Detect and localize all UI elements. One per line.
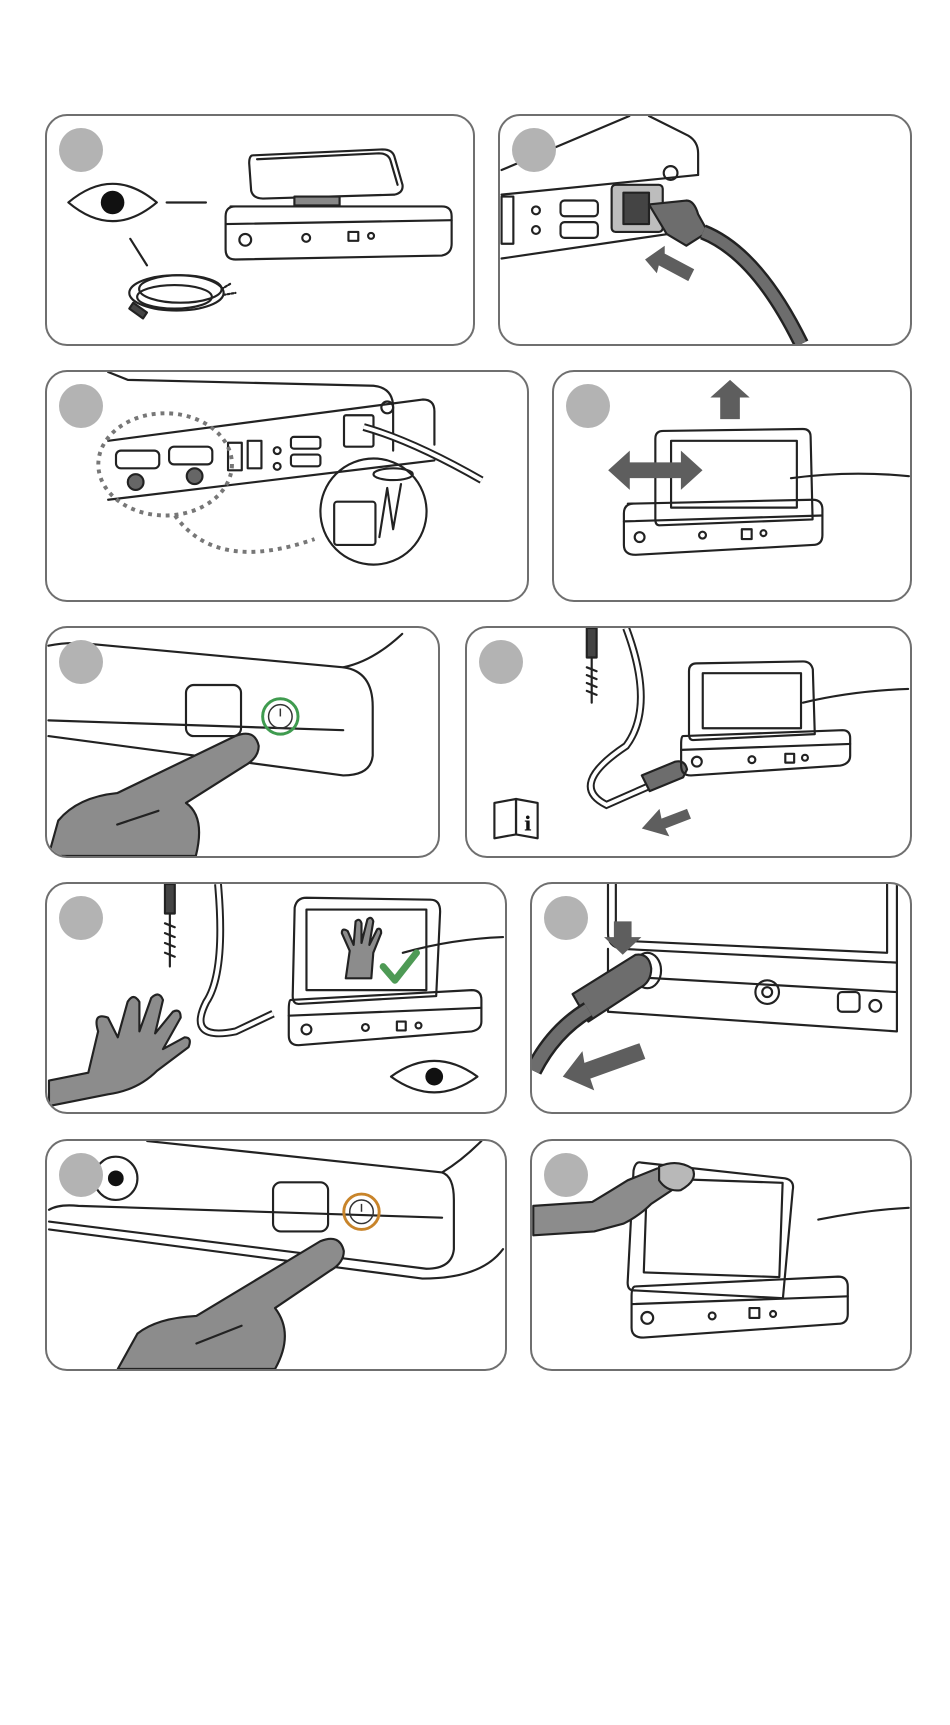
step-3-illustration xyxy=(47,372,527,600)
step-number-dot xyxy=(566,384,610,428)
step-2-illustration xyxy=(500,116,910,344)
panel-step-8 xyxy=(530,882,912,1114)
step-number-dot xyxy=(59,640,103,684)
power-button-green-icon xyxy=(263,699,298,734)
panel-step-5 xyxy=(45,626,440,858)
step-number-dot xyxy=(59,384,103,428)
pull-arrow-icon xyxy=(563,1043,646,1090)
panel-step-3 xyxy=(45,370,529,602)
panel-step-2 xyxy=(498,114,912,346)
step-1-illustration xyxy=(47,116,473,344)
panel-step-6: i xyxy=(465,626,912,858)
step-6-illustration: i xyxy=(467,628,910,856)
panel-step-7 xyxy=(45,882,507,1114)
step-5-illustration xyxy=(47,628,438,856)
panel-step-9 xyxy=(45,1139,507,1371)
rear-ports-icon xyxy=(116,401,393,489)
step-10-illustration xyxy=(532,1141,910,1369)
device-with-display-icon xyxy=(632,1277,848,1338)
step-number-dot xyxy=(544,896,588,940)
step-7-illustration xyxy=(47,884,505,1112)
step-number-dot xyxy=(59,896,103,940)
eye-icon xyxy=(68,184,156,221)
step-number-dot xyxy=(512,128,556,172)
panel-step-10 xyxy=(530,1139,912,1371)
finger-press-icon xyxy=(48,734,258,856)
step-number-dot xyxy=(544,1153,588,1197)
step-9-illustration xyxy=(47,1141,505,1369)
step-number-dot xyxy=(59,128,103,172)
lift-arrow-icon xyxy=(710,380,749,419)
check-icon xyxy=(383,953,416,981)
step-number-dot xyxy=(479,640,523,684)
cable-clip-icon xyxy=(320,458,426,564)
finger-press-icon xyxy=(118,1239,344,1369)
hand-glove-icon xyxy=(49,995,190,1107)
rear-ports-icon xyxy=(502,197,598,244)
device-with-display-icon xyxy=(681,661,850,775)
power-button-orange-icon xyxy=(344,1194,379,1229)
manual-info-letter: i xyxy=(524,812,531,835)
panel-step-1 xyxy=(45,114,475,346)
push-arrow-icon xyxy=(645,246,694,281)
panel-step-4 xyxy=(552,370,912,602)
device-with-display-icon xyxy=(226,149,452,259)
manual-info-icon: i xyxy=(494,799,537,838)
step-8-illustration xyxy=(532,884,910,1112)
torque-wrench-icon xyxy=(587,628,597,703)
torque-wrench-icon xyxy=(165,884,175,967)
eye-icon xyxy=(391,1061,477,1092)
cable-icon xyxy=(129,275,235,318)
step-number-dot xyxy=(59,1153,103,1197)
